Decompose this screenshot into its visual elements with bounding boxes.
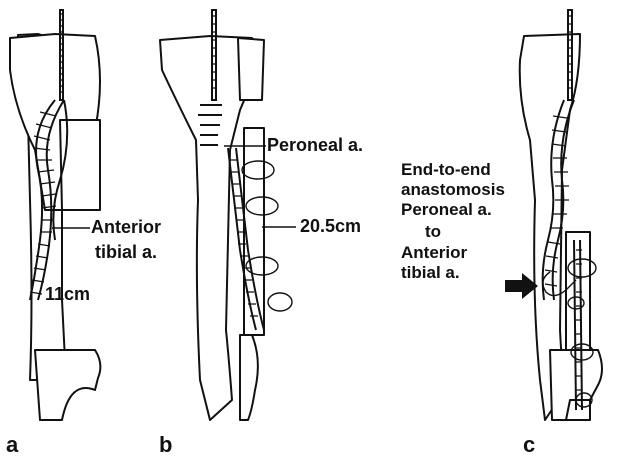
length-label-a: 11cm (45, 284, 90, 304)
panel-c: End-to-end anastomosis Peroneal a. to An… (401, 10, 602, 457)
artery-label-a-1: Anterior (91, 217, 161, 237)
arrow-c (505, 273, 538, 299)
artery-label-b: Peroneal a. (267, 135, 363, 155)
artery-label-a-2: tibial a. (95, 242, 157, 262)
distal-bone-a (35, 350, 100, 420)
annotation-line-6: tibial a. (401, 263, 460, 282)
fibula-a (60, 120, 100, 210)
annotation-c: End-to-end anastomosis Peroneal a. to An… (401, 160, 510, 282)
fibula-b-top (238, 38, 264, 100)
panel-a: Anterior tibial a. 11cm a (6, 10, 161, 457)
annotation-line-4: to (425, 222, 441, 241)
panel-b: Peroneal a. 20.5cm b (159, 10, 363, 457)
annotation-line-2: anastomosis (401, 180, 505, 199)
panel-letter-c: c (523, 432, 535, 457)
distal-bone-b (240, 335, 258, 420)
panel-letter-a: a (6, 432, 19, 457)
annotation-line-3: Peroneal a. (401, 200, 492, 219)
length-label-b: 20.5cm (300, 216, 361, 236)
annotation-line-5: Anterior (401, 243, 468, 262)
suture-loop (268, 293, 292, 311)
annotation-line-1: End-to-end (401, 160, 491, 179)
panel-letter-b: b (159, 432, 172, 457)
